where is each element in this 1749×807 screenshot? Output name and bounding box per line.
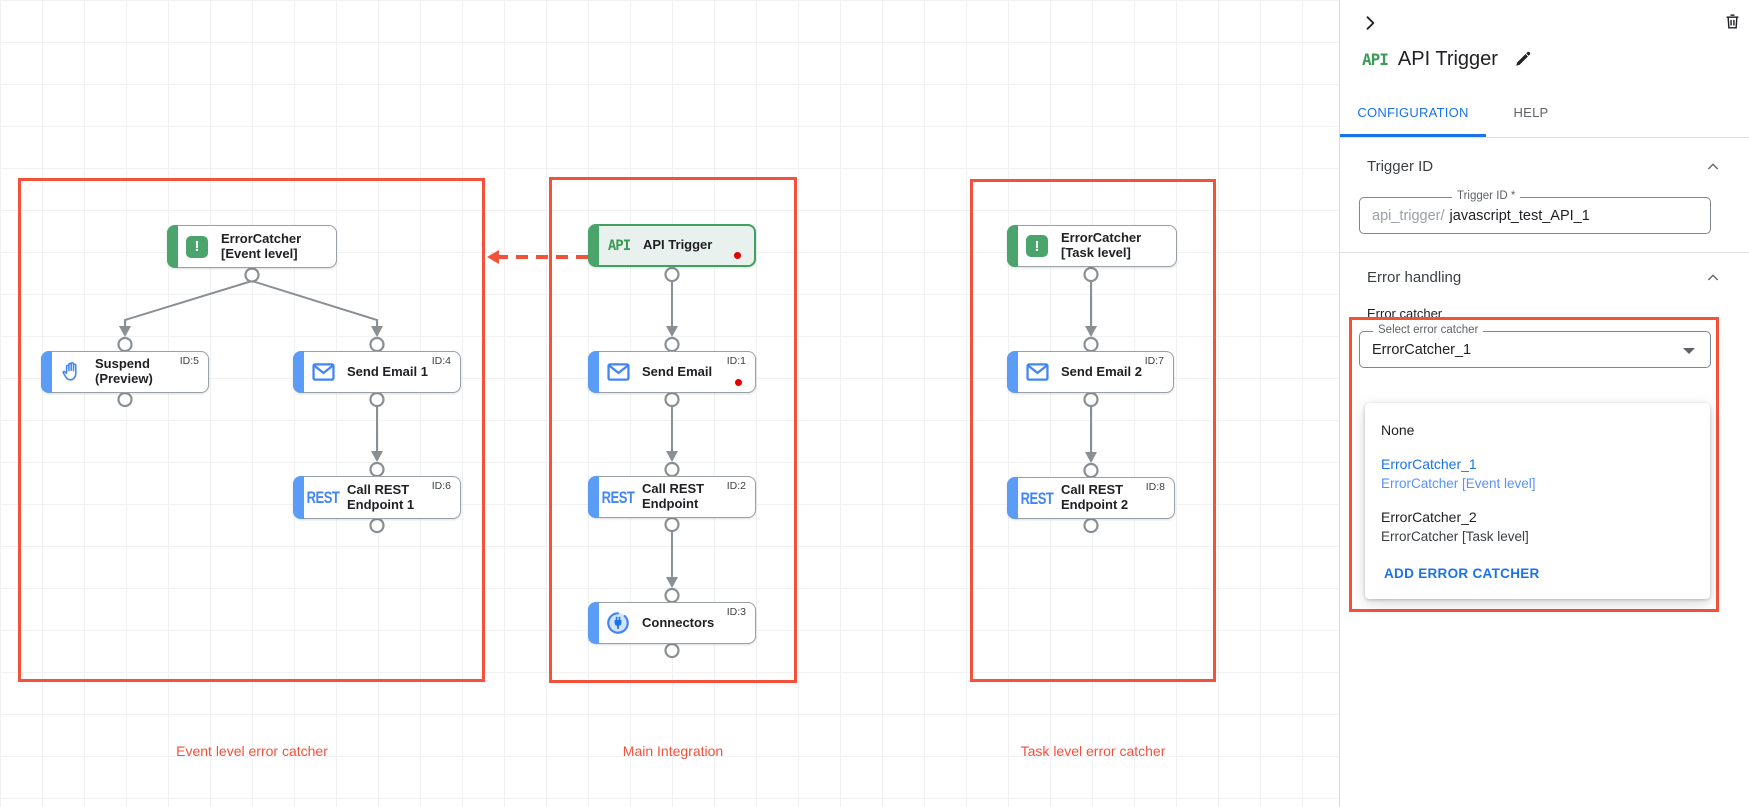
error-handling-collapse-icon[interactable]: [1705, 270, 1721, 286]
node-accent-bar: [588, 476, 599, 518]
email-icon: [606, 363, 630, 381]
trigger-id-collapse-icon[interactable]: [1705, 159, 1721, 175]
trigger-id-field-label: Trigger ID *: [1452, 190, 1521, 202]
node-label: API Trigger: [643, 237, 713, 253]
node-accent-bar: [1007, 477, 1018, 519]
node-connectors[interactable]: Connectors ID:3: [588, 602, 756, 644]
tab-help[interactable]: HELP: [1513, 105, 1549, 120]
task-level-group-box: [970, 179, 1216, 682]
node-accent-bar: [588, 602, 599, 644]
tab-configuration[interactable]: CONFIGURATION: [1340, 93, 1486, 137]
dropdown-option-title: None: [1381, 422, 1415, 438]
node-id-badge: ID:2: [726, 480, 746, 492]
email-icon: [1025, 363, 1049, 381]
node-id-badge: ID:7: [1144, 355, 1164, 367]
node-accent-bar: [1007, 225, 1018, 267]
node-ec-event[interactable]: ! ErrorCatcher[Event level]: [167, 225, 337, 268]
panel-title: API Trigger: [1397, 48, 1498, 70]
rest-icon: REST: [306, 488, 340, 507]
node-accent-bar: [293, 351, 304, 393]
section-divider: [1340, 252, 1749, 253]
integration-canvas[interactable]: Event level error catcher Main Integrati…: [0, 0, 1340, 807]
node-send-email[interactable]: Send Email ID:1: [588, 351, 756, 393]
main-integration-group-label: Main Integration: [622, 743, 724, 759]
error-handling-section-title: Error handling: [1367, 269, 1462, 286]
error-catcher-select-label: Select error catcher: [1373, 324, 1484, 336]
event-level-group-box: [18, 178, 485, 682]
error-catcher-highlight-box: [1349, 317, 1719, 612]
trigger-id-prefix: api_trigger/: [1372, 207, 1445, 224]
event-level-group-label: Event level error catcher: [176, 743, 328, 759]
dropdown-option-title: ErrorCatcher_1: [1381, 456, 1477, 472]
chevron-down-icon: [1683, 348, 1695, 354]
node-ec-task[interactable]: ! ErrorCatcher[Task level]: [1007, 225, 1177, 267]
api-trigger-logo-icon: API: [1362, 50, 1389, 69]
error-catcher-icon: !: [1026, 235, 1048, 257]
node-label: Send Email 1: [347, 363, 428, 379]
add-error-catcher-button[interactable]: ADD ERROR CATCHER: [1384, 566, 1540, 581]
error-catcher-select-value: ErrorCatcher_1: [1372, 341, 1472, 358]
node-api-trigger[interactable]: API API Trigger: [588, 224, 756, 267]
collapse-panel-icon[interactable]: [1360, 13, 1380, 33]
node-accent-bar: [41, 351, 52, 393]
dropdown-option-subtitle: ErrorCatcher [Event level]: [1381, 476, 1536, 491]
node-id-badge: ID:8: [1145, 481, 1165, 493]
node-label: Suspend(Preview): [95, 356, 153, 386]
node-label: ErrorCatcher[Event level]: [221, 230, 302, 261]
dropdown-option-title: ErrorCatcher_2: [1381, 509, 1477, 525]
error-catcher-icon: !: [186, 235, 208, 258]
trigger-id-section-title: Trigger ID: [1367, 158, 1434, 175]
node-accent-bar: [293, 476, 304, 519]
hand-icon: [62, 362, 77, 381]
trigger-id-field[interactable]: Trigger ID * api_trigger/ javascript_tes…: [1359, 190, 1711, 234]
api-icon: API: [607, 237, 631, 254]
node-accent-bar: [588, 351, 599, 393]
node-accent-bar: [588, 224, 599, 267]
node-label: ErrorCatcher[Task level]: [1061, 230, 1142, 260]
node-id-badge: ID:4: [431, 355, 451, 367]
edit-title-icon[interactable]: [1514, 50, 1534, 70]
email-icon: [311, 363, 335, 381]
alert-dot: [734, 252, 741, 259]
node-label: Connectors: [642, 614, 715, 630]
node-id-badge: ID:6: [431, 480, 451, 492]
dropdown-option-subtitle: ErrorCatcher [Task level]: [1381, 529, 1529, 544]
node-suspend[interactable]: Suspend(Preview) ID:5: [41, 351, 209, 393]
node-accent-bar: [167, 225, 178, 268]
node-id-badge: ID:3: [726, 606, 746, 618]
node-label: Send Email 2: [1061, 363, 1142, 379]
node-accent-bar: [1007, 351, 1018, 393]
delete-trigger-icon[interactable]: [1723, 12, 1743, 32]
edges-layer: [117, 250, 1099, 659]
panel-tabs: CONFIGURATION HELP: [1340, 93, 1749, 138]
trigger-id-value[interactable]: javascript_test_API_1: [1449, 207, 1590, 224]
main-integration-group-box: [549, 177, 797, 683]
rest-icon: REST: [1020, 488, 1054, 508]
alert-dot: [735, 379, 742, 386]
task-level-group-label: Task level error catcher: [1020, 743, 1166, 759]
error-catcher-select[interactable]: Select error catcher ErrorCatcher_1: [1359, 324, 1711, 368]
connector-icon: [607, 612, 629, 634]
error-catch-arrow: [487, 250, 588, 264]
node-label: Send Email: [642, 363, 713, 379]
dropdown-option-none[interactable]: None: [1365, 413, 1710, 447]
node-id-badge: ID:5: [179, 355, 199, 367]
config-panel: API API Trigger CONFIGURATION HELP Trigg…: [1340, 0, 1749, 807]
rest-icon: REST: [601, 487, 635, 507]
node-id-badge: ID:1: [726, 355, 746, 367]
